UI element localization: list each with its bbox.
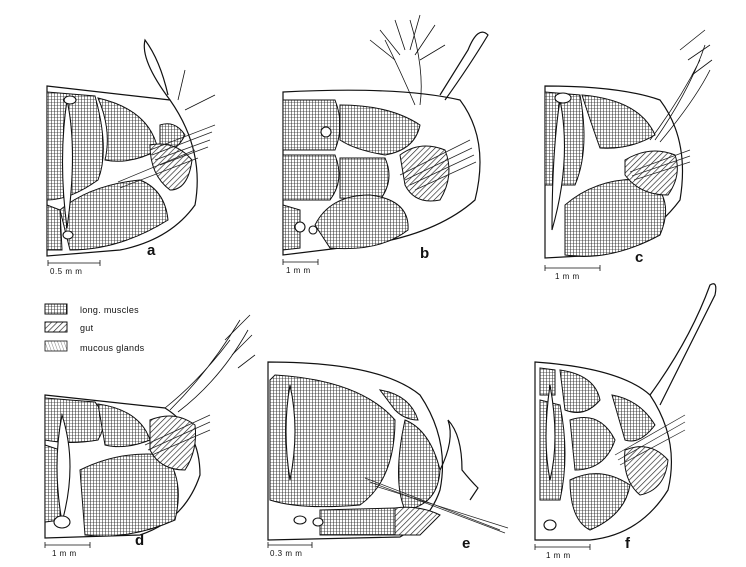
scale-label-e: 0.3 m m [270,549,302,558]
panel-c: 1 m m c [544,29,713,281]
legend-swatch-muscles [44,303,68,315]
scale-bar-e [267,542,313,548]
scale-bar-a [47,260,101,266]
panel-label-c: c [635,249,643,266]
panel-label-d: d [135,532,144,549]
scale-bar-d [44,542,91,548]
legend-swatch-gut [44,321,68,333]
scale-label-f: 1 m m [546,551,571,560]
legend-item-mucous: mucous glands [44,340,145,353]
legend-item-muscles: long. muscles [44,303,139,315]
scale-bar-c [544,265,601,271]
panel-label-b: b [420,245,429,262]
legend-swatch-mucous [44,340,68,352]
panel-b: 1 m m b [282,14,489,275]
legend-label-gut: gut [80,323,94,333]
panel-label-e: e [462,535,470,552]
panel-e: 0.3 m m e [267,361,509,558]
legend-label-muscles: long. muscles [80,305,139,315]
scale-label-b: 1 m m [286,266,311,275]
legend: long. muscles gut mucous glands [44,303,145,353]
scale-label-d: 1 m m [52,549,77,558]
panel-label-a: a [147,242,156,259]
scale-label-a: 0.5 m m [50,267,82,276]
legend-label-mucous: mucous glands [80,343,145,353]
panel-d: 1 m m d [44,314,256,558]
panel-f: 1 m m f [534,283,717,560]
scale-bar-f [534,544,591,550]
legend-item-gut: gut [44,321,94,333]
panel-label-f: f [625,535,631,552]
scale-bar-b [282,259,319,265]
scale-label-c: 1 m m [555,272,580,281]
panel-a: 0.5 m m a [46,38,216,276]
